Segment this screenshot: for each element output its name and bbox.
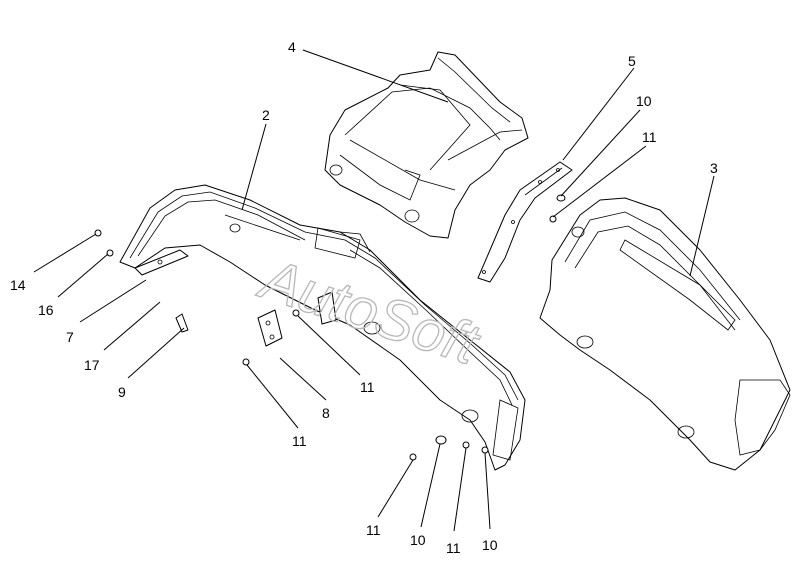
callout-14: 14 [10, 277, 26, 293]
callout-10-bottom-b: 10 [482, 537, 498, 553]
callout-5: 5 [628, 53, 636, 69]
callout-11-top: 11 [642, 129, 657, 145]
callout-10-top: 10 [636, 93, 652, 109]
leader-lines [33, 49, 715, 532]
callout-4: 4 [288, 39, 296, 55]
part-5-bracket [477, 161, 573, 283]
callout-labels: 4 2 5 10 11 3 14 16 7 17 9 11 8 11 11 10… [10, 39, 718, 556]
part-8-small-bracket [257, 291, 337, 347]
part-3-right-fender [539, 197, 791, 471]
part-4-upper-cover [324, 51, 529, 239]
callout-11-left: 11 [292, 433, 307, 449]
callout-16: 16 [38, 302, 54, 318]
callout-11-bottom-b: 11 [446, 540, 461, 556]
callout-17: 17 [84, 357, 100, 373]
part-2-long-fender [119, 184, 526, 471]
callout-2: 2 [262, 107, 270, 123]
part-7-strap [134, 249, 189, 333]
callout-9: 9 [118, 384, 126, 400]
callout-11-bottom-a: 11 [366, 522, 381, 538]
callout-7: 7 [66, 329, 74, 345]
callout-8: 8 [322, 405, 330, 421]
callout-3: 3 [710, 160, 718, 176]
fasteners [94, 194, 566, 461]
callout-11-mid: 11 [360, 379, 375, 395]
callout-10-bottom-a: 10 [410, 532, 426, 548]
